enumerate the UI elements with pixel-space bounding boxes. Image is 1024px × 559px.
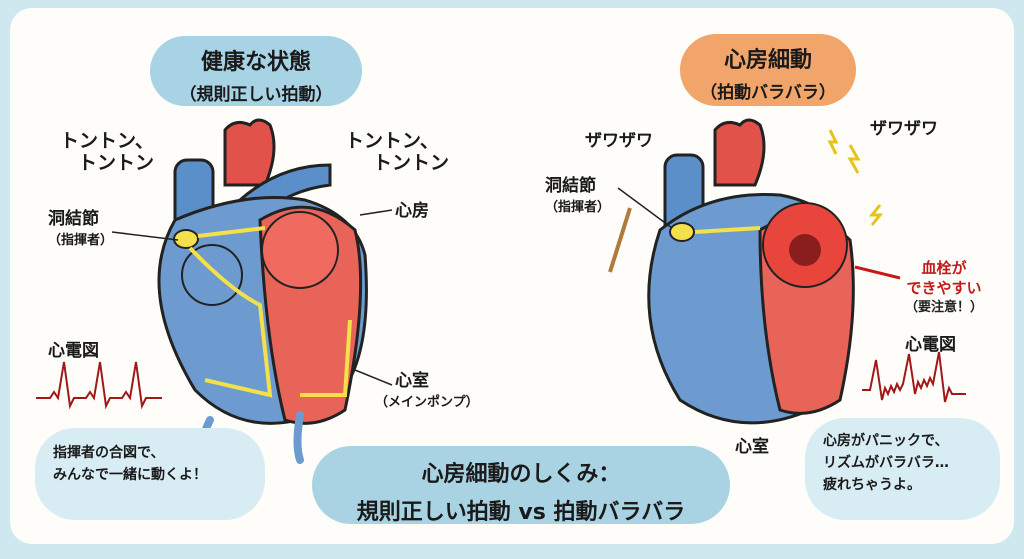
afib-ventricle-label: 心室: [735, 437, 769, 457]
sa-node-role: （指揮者）: [48, 233, 114, 248]
healthy-title: 健康な状態: [200, 50, 311, 75]
afib-title-badge: 心房細動 （拍動バラバラ）: [680, 34, 856, 106]
afib-sound-left: ザワザワ: [585, 131, 653, 151]
bubble-line: みんなで一緒に動くよ！: [53, 467, 207, 483]
healthy-ventricle-label: 心室 （メインポンプ）: [375, 370, 479, 414]
afib-title: 心房細動: [723, 48, 812, 73]
summary-badge: 心房細動のしくみ： 規則正しい拍動 vs 拍動バラバラ: [312, 446, 730, 525]
clot-warning: 血栓が できやすい （要注意！）: [905, 258, 983, 318]
ventricle-text: 心室: [395, 371, 429, 391]
ventricle-role: （メインポンプ）: [375, 395, 479, 410]
afib-sa-node-label: 洞結節 （指揮者）: [545, 175, 610, 219]
afib-subtitle: （拍動バラバラ）: [700, 83, 836, 103]
healthy-sound-left: トントン、 トントン: [60, 130, 154, 174]
afib-ecg-trace: [862, 351, 966, 403]
healthy-atrium-label: 心房: [395, 201, 429, 221]
sound-line: トントン、: [345, 130, 439, 152]
summary-line-1: 心房細動のしくみ：: [421, 462, 621, 487]
healthy-subtitle: （規則正しい拍動）: [179, 85, 333, 105]
afib-heart: [608, 118, 901, 425]
bubble-line: 疲れちゃうよ。: [823, 477, 921, 493]
sound-line: トントン: [373, 152, 450, 174]
healthy-sound-right: トントン、 トントン: [345, 130, 449, 174]
afib-speech-bubble: 心房がパニックで、 リズムがバラバラ… 疲れちゃうよ。: [805, 418, 1000, 520]
clot-line: できやすい: [906, 279, 982, 297]
clot-line: （要注意！）: [905, 300, 984, 315]
healthy-ecg-label: 心電図: [48, 341, 99, 361]
healthy-title-badge: 健康な状態 （規則正しい拍動）: [150, 36, 362, 106]
clot-line: 血栓が: [921, 259, 967, 277]
afib-sound-right: ザワザワ: [870, 119, 938, 139]
sa-node-text: 洞結節: [48, 209, 99, 229]
sound-line: トントン: [78, 152, 155, 174]
bubble-line: 指揮者の合図で、: [53, 445, 165, 461]
healthy-ecg-trace: [36, 361, 162, 410]
bubble-line: 心房がパニックで、: [823, 433, 949, 449]
sa-node-role: （指揮者）: [545, 200, 611, 215]
sa-node-text: 洞結節: [545, 176, 596, 196]
sound-line: トントン、: [60, 130, 154, 152]
healthy-speech-bubble: 指揮者の合図で、 みんなで一緒に動くよ！: [35, 428, 265, 520]
healthy-sa-node-label: 洞結節 （指揮者）: [48, 208, 113, 252]
summary-line-2: 規則正しい拍動 vs 拍動バラバラ: [356, 500, 686, 525]
healthy-heart: [111, 118, 393, 464]
bubble-line: リズムがバラバラ…: [823, 455, 949, 471]
afib-ecg-label: 心電図: [905, 335, 956, 355]
